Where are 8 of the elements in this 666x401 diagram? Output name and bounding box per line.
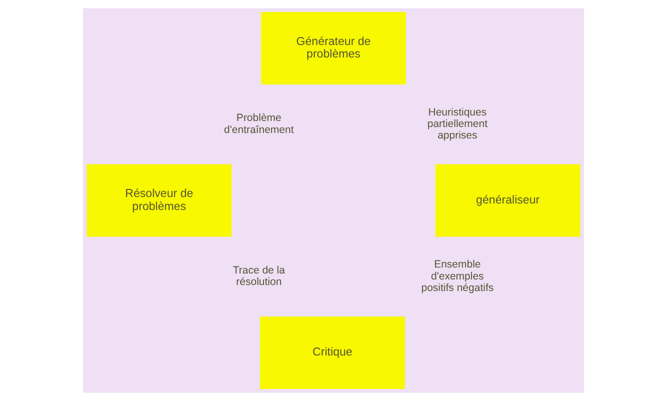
label: Ensemble d'exemples positifs négatifs: [420, 258, 494, 294]
label: Problème d'entraînement: [224, 112, 294, 136]
label: Heuristiques partiellement apprises: [426, 106, 487, 142]
node-box: Critique: [259, 316, 404, 390]
node-box: Générateur de problèmes: [260, 12, 406, 84]
node-box: Résolveur de problèmes: [86, 164, 232, 237]
label: Trace de la résolution: [232, 264, 284, 288]
node-box: généraliseur: [434, 164, 580, 237]
